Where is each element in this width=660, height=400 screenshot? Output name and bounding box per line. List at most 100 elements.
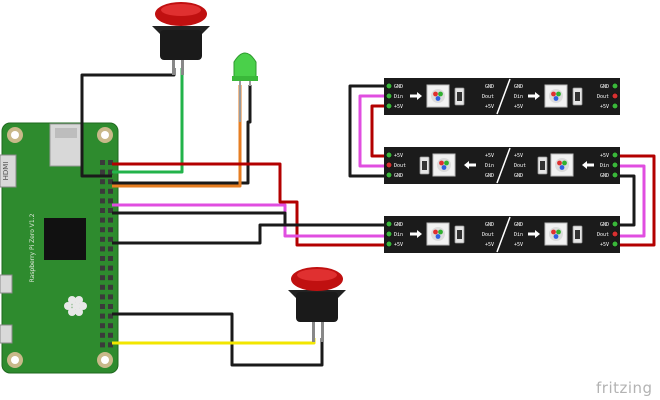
gpio-pin [108,179,113,185]
led-body [233,52,257,79]
wire-led-cathode [112,85,252,185]
gpio-pin [100,294,105,300]
hdmi-label: HDMI [2,162,10,181]
raspberry-logo [64,296,87,316]
strip-pin-label: +5V [600,153,609,159]
strip-pin-label: GND [394,84,403,90]
gpio-header [100,160,113,348]
gpio-pin [100,208,105,213]
direction-arrow-icon [410,230,422,238]
strip-pin-label: +5V [600,104,609,110]
raspberry-pi-zero-board: HDMI Raspberry Pi Zero V1.2 [0,122,119,374]
push-button-bottom [288,267,346,342]
strip-pin-label: Dout [597,94,609,100]
gpio-pin [108,227,113,233]
green-led [232,52,258,122]
wire-strip-top-middle-gnd [348,84,386,178]
gpio-pin [108,342,113,348]
wire-data [112,203,386,238]
strip-pad [385,151,393,159]
strip-pin-label: +5V [394,104,403,110]
strip-pin-label: Din [394,232,403,238]
strip-pin-label: +5V [394,242,403,248]
gpio-pin [100,198,105,204]
strip-pad [385,240,393,248]
strip-pin-label: GND [485,173,494,179]
gpio-pin [100,169,105,175]
strip-pin-label: GND [600,222,609,228]
gpio-pin [108,265,113,271]
gpio-pin [108,294,113,300]
strip-pad [385,82,393,90]
strip-pad [611,161,619,169]
strip-pad [385,230,393,238]
strip-pad [385,161,393,169]
cut-line [496,147,511,184]
strip-pin-label: Dout [482,94,494,100]
strip-pad [611,151,619,159]
gpio-pin [108,208,113,213]
wire-strip-middle-bottom-gnd [614,174,636,227]
wire-strip-top-middle-data [358,94,386,168]
gpio-pin [100,342,105,348]
gpio-pin [100,256,105,261]
cut-line [496,78,511,115]
wire-gnd-secondary [112,223,286,245]
strip-pin-label: +5V [485,153,494,159]
gpio-pin [108,169,113,175]
strip-pin-label: +5V [514,153,523,159]
gpio-pin [100,265,105,271]
wire-strip-middle-bottom-5v [614,154,656,247]
direction-arrow-icon [528,92,540,100]
gpio-pin [108,236,113,242]
strip-pin-label: GND [514,222,523,228]
gpio-pin [100,332,105,338]
strip-pin-label: Dout [394,163,406,169]
strip-pad [385,102,393,110]
strip-pad [385,171,393,179]
usb-port-2 [0,324,13,344]
cpu-chip [44,218,86,260]
gpio-pin [100,179,105,185]
wire-button-bottom-gnd [112,312,324,367]
push-button-top [152,2,210,75]
gpio-pin [100,246,105,252]
strip-pad [611,92,619,100]
strip-pin-label: +5V [600,242,609,248]
strip-pin-label: Din [514,94,523,100]
strip-pin-label: GND [485,222,494,228]
strip-pin-label: +5V [514,242,523,248]
gpio-pin [108,304,113,309]
strip-pin-label: GND [514,84,523,90]
strip-pin-label: Din [514,232,523,238]
gpio-pin [108,256,113,261]
wire-5v [112,162,386,247]
direction-arrow-icon [464,161,476,169]
gpio-pin [100,236,105,242]
strip-pin-label: Dout [597,232,609,238]
strip-pin-label: Dout [482,232,494,238]
gpio-pin [108,275,113,281]
strip-pin-label: GND [394,222,403,228]
direction-arrow-icon [410,92,422,100]
strip-pin-label: GND [485,84,494,90]
strip-pad [385,92,393,100]
strip-pad [611,220,619,228]
gpio-pin [100,160,105,165]
strip-pad [385,220,393,228]
strip-pin-label: +5V [394,153,403,159]
strip-pin-label: Din [394,94,403,100]
gpio-pin [108,313,113,319]
strip-pad [611,240,619,248]
usb-port-1 [0,274,13,294]
wire-gnd-strip [112,211,386,227]
gpio-pin [100,313,105,319]
gpio-pin [108,188,113,194]
gpio-pin [100,323,105,329]
gpio-pin [100,284,105,290]
strip-pin-label: GND [600,173,609,179]
